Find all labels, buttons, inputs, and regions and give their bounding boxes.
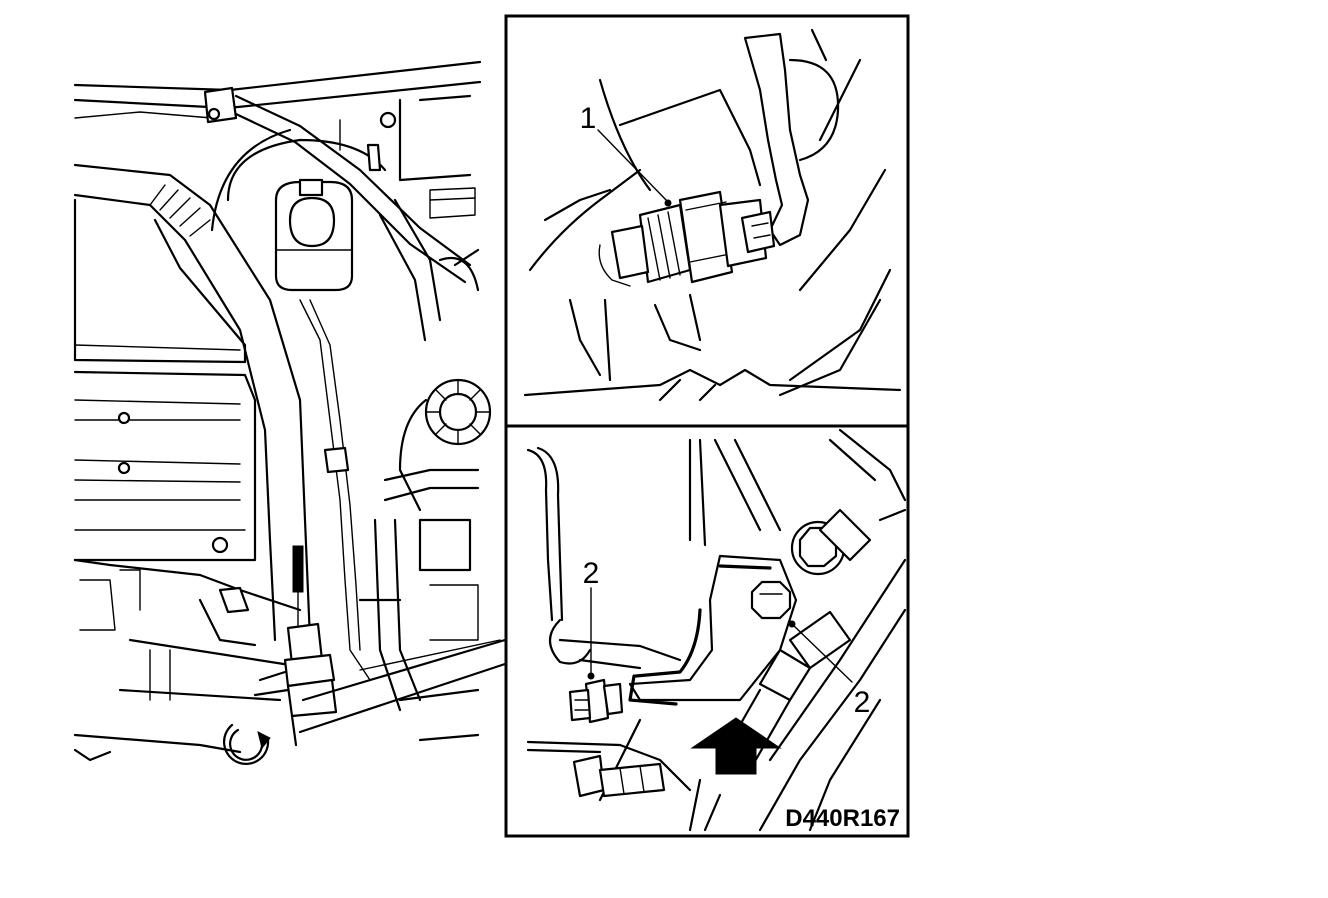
callout-2-right: 2 bbox=[854, 686, 871, 719]
engine-bay-overview bbox=[73, 60, 507, 765]
callout-1: 1 bbox=[580, 102, 597, 135]
inset-bottom-bracket-detail bbox=[504, 424, 910, 838]
up-arrow-icon bbox=[690, 717, 782, 775]
callout-2-left: 2 bbox=[583, 557, 600, 590]
figure-code: D440R167 bbox=[785, 805, 900, 832]
inset-top-sensor-detail bbox=[504, 14, 910, 428]
